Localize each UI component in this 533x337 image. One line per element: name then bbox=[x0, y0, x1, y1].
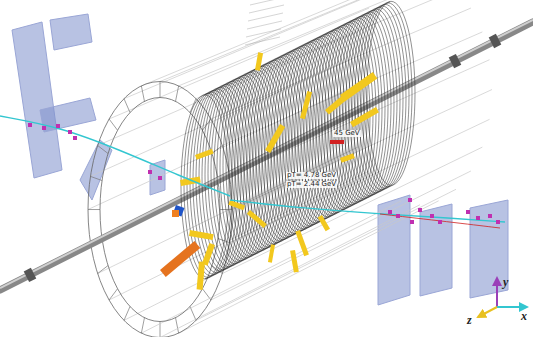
energy-deposit bbox=[197, 261, 205, 289]
muon-hit bbox=[42, 126, 46, 130]
axis-label: x bbox=[520, 310, 528, 322]
energy-deposit bbox=[172, 210, 179, 217]
muon-hit bbox=[56, 124, 60, 128]
axis-label: z bbox=[466, 314, 473, 326]
energy-deposit bbox=[195, 149, 214, 160]
muon-chamber bbox=[470, 200, 508, 298]
muon-hit bbox=[148, 170, 152, 174]
muon-chamber bbox=[378, 195, 410, 305]
beam-flange bbox=[24, 268, 37, 282]
energy-deposit bbox=[255, 52, 263, 71]
energy-deposit bbox=[189, 230, 214, 240]
energy-deposit bbox=[318, 215, 330, 231]
muon-hit bbox=[438, 220, 442, 224]
muon-track bbox=[230, 200, 505, 222]
calorimeter-wireframe bbox=[88, 0, 492, 337]
momentum-label: pT= 4.78 GeV bbox=[286, 172, 337, 179]
muon-chamber bbox=[50, 14, 92, 50]
muon-hit bbox=[430, 214, 434, 218]
muon-hit bbox=[28, 123, 32, 127]
energy-deposit bbox=[340, 72, 377, 101]
muon-hit bbox=[496, 220, 500, 224]
energy-deposit bbox=[247, 210, 267, 228]
muon-hit bbox=[158, 176, 162, 180]
beam-pipe bbox=[0, 22, 533, 290]
energy-deposit bbox=[330, 140, 344, 144]
muon-hit bbox=[410, 220, 414, 224]
energy-deposit bbox=[350, 107, 379, 127]
axis-label: y bbox=[502, 276, 509, 288]
beam-flange bbox=[449, 54, 462, 68]
energy-deposit bbox=[340, 153, 355, 162]
axis-triad bbox=[478, 278, 527, 317]
energy-deposit bbox=[268, 244, 275, 262]
muon-hit bbox=[68, 130, 72, 134]
muon-hit bbox=[388, 210, 392, 214]
energy-deposit bbox=[295, 230, 309, 256]
energy-deposit bbox=[173, 205, 185, 217]
muon-hit bbox=[396, 214, 400, 218]
muon-hit bbox=[488, 214, 492, 218]
muon-hit bbox=[466, 210, 470, 214]
inner-tracker bbox=[181, 1, 415, 279]
energy-deposit bbox=[265, 124, 285, 153]
momentum-label: pT= 2.44 GeV bbox=[286, 181, 337, 188]
energy-deposit bbox=[290, 250, 299, 273]
muon-hit bbox=[476, 216, 480, 220]
energy-deposit bbox=[180, 177, 201, 186]
energy-deposit bbox=[300, 91, 312, 119]
muon-hit bbox=[73, 136, 77, 140]
muon-track bbox=[0, 116, 230, 196]
beam-flange bbox=[489, 34, 502, 48]
muon-hit bbox=[418, 208, 422, 212]
energy-deposit bbox=[160, 241, 200, 277]
muon-hit bbox=[408, 198, 412, 202]
energy-label: 45 GeV bbox=[333, 130, 361, 137]
muon-chamber bbox=[40, 98, 96, 132]
